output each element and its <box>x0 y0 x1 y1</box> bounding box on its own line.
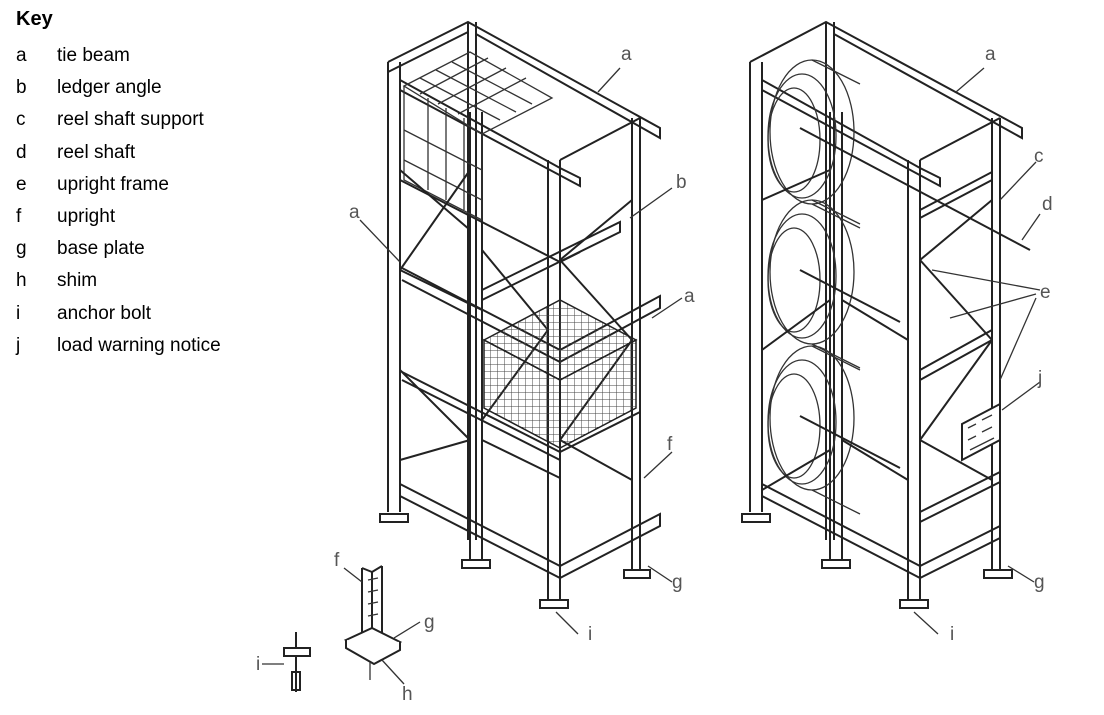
key-label: upright <box>57 206 116 228</box>
callout-e: e <box>1040 282 1051 303</box>
stacked-boxes <box>402 51 554 222</box>
callout-i-detail: i <box>256 654 260 675</box>
left-rack <box>359 20 683 635</box>
key-item-g: g base plate <box>16 233 221 265</box>
callout-a-left: a <box>349 202 360 223</box>
key-letter: h <box>16 270 27 292</box>
key-item-h: h shim <box>16 265 221 297</box>
key-label: base plate <box>57 238 145 260</box>
key-item-i: i anchor bolt <box>16 298 221 330</box>
callout-i-left: i <box>588 624 592 645</box>
callout-d: d <box>1042 194 1053 215</box>
key-label: shim <box>57 270 98 292</box>
callout-a-mid: a <box>684 286 695 307</box>
callout-h-detail: h <box>402 684 413 705</box>
mesh-container <box>482 299 638 450</box>
callout-g-detail: g <box>424 612 435 633</box>
key-letter: c <box>16 109 26 131</box>
callout-b: b <box>676 172 687 193</box>
key-label: ledger angle <box>57 77 162 99</box>
key-label: anchor bolt <box>57 302 152 324</box>
key-item-f: f upright <box>16 201 221 233</box>
anchor-bolt <box>262 632 311 692</box>
key-legend: Key a tie beam b ledger angle c reel shaft … <box>16 8 221 362</box>
key-item-d: d reel shaft <box>16 137 221 169</box>
key-letter: d <box>16 141 27 163</box>
callout-i-right: i <box>950 624 954 645</box>
key-label: reel shaft <box>57 141 136 163</box>
base-plate-detail <box>262 565 421 692</box>
key-item-b: b ledger angle <box>16 72 221 104</box>
key-item-e: e upright frame <box>16 169 221 201</box>
key-letter: b <box>16 77 27 99</box>
key-letter: f <box>16 206 22 228</box>
callout-f: f <box>667 434 673 455</box>
callout-g-left: g <box>672 572 683 593</box>
key-label: tie beam <box>57 45 130 67</box>
key-label: load warning notice <box>57 334 221 356</box>
key-letter: g <box>16 238 27 260</box>
key-letter: e <box>16 173 27 195</box>
key-letter: a <box>16 45 27 67</box>
callout-a-top-right: a <box>985 44 996 65</box>
key-title: Key <box>16 8 53 30</box>
callout-j: j <box>1037 368 1042 389</box>
right-rack <box>741 20 1041 635</box>
key-item-a: a tie beam <box>16 40 221 72</box>
key-letter: i <box>16 302 21 324</box>
key-label: upright frame <box>57 173 169 195</box>
cable-reels <box>767 59 861 515</box>
callout-g-right: g <box>1034 572 1045 593</box>
key-label: reel shaft support <box>57 109 204 131</box>
key-item-c: c reel shaft support <box>16 104 221 136</box>
load-warning-notice <box>961 402 1001 462</box>
callout-a-top-left: a <box>621 44 632 65</box>
key-letter: j <box>16 334 21 356</box>
callout-f-detail: f <box>334 550 340 571</box>
callout-c: c <box>1034 146 1044 167</box>
key-item-j: j load warning notice <box>16 330 221 362</box>
